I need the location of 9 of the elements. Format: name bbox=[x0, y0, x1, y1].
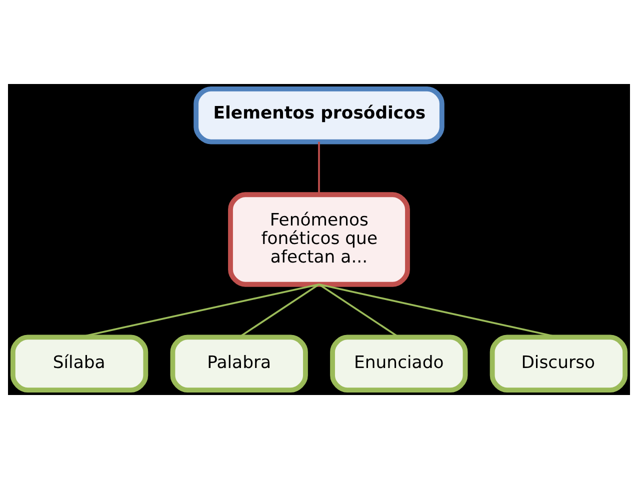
connector bbox=[318, 284, 400, 338]
connector bbox=[318, 142, 320, 195]
node-box: Palabra bbox=[170, 334, 308, 393]
node-box: Fenómenos fonéticos que afectan a... bbox=[228, 192, 410, 287]
node-box: Elementos prosódicos bbox=[194, 86, 444, 144]
node-box: Enunciado bbox=[330, 334, 468, 393]
node-box: Discurso bbox=[490, 334, 628, 393]
connector bbox=[238, 284, 320, 338]
node-box: Sílaba bbox=[10, 334, 148, 393]
